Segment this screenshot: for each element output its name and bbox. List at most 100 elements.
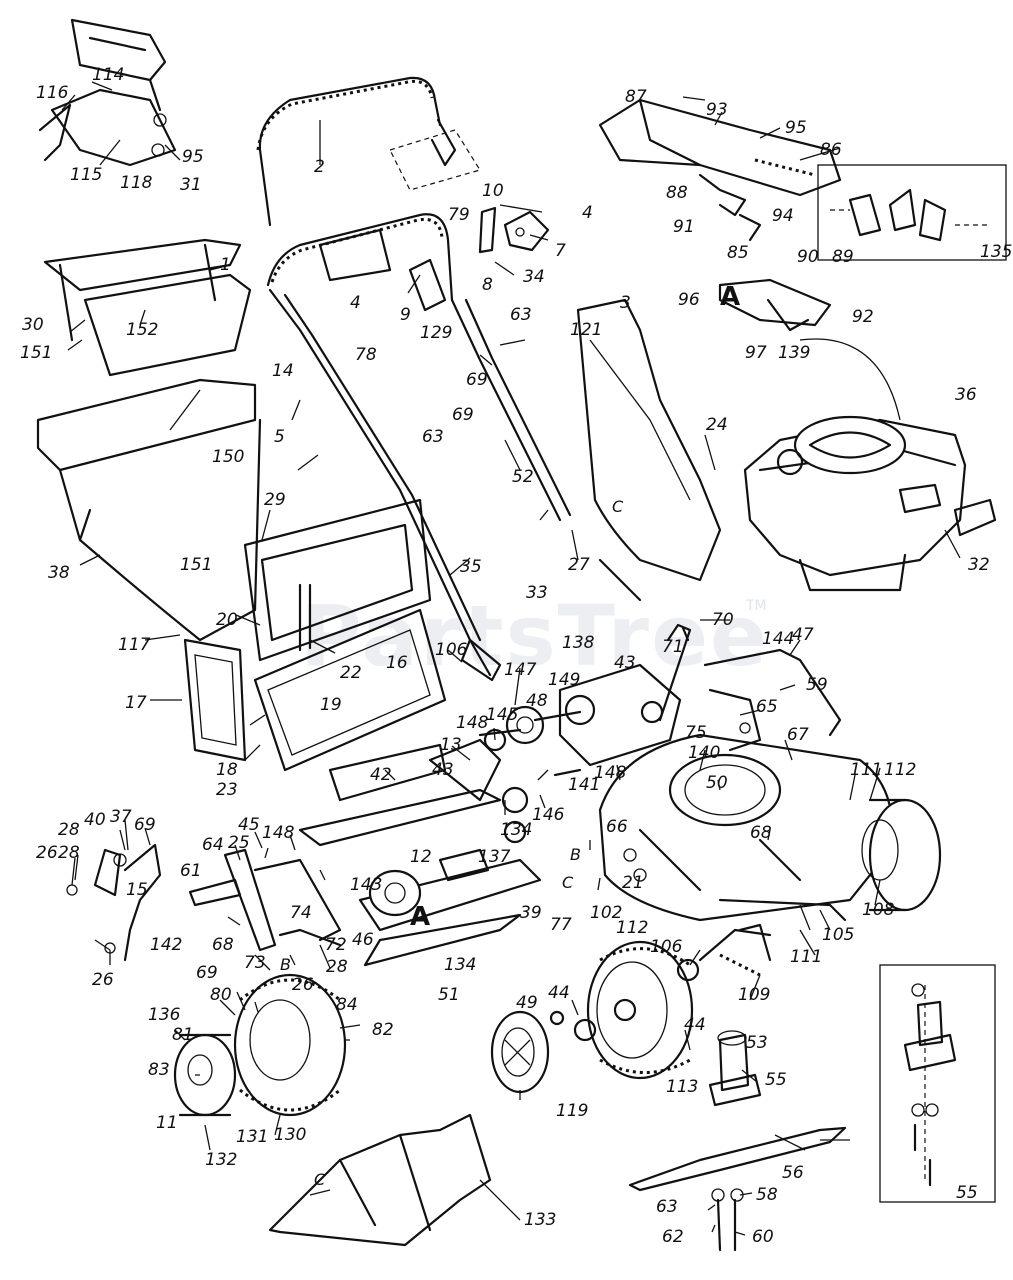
callout: 72 (325, 935, 347, 955)
callout: 44 (548, 983, 570, 1003)
callout: 3 (620, 293, 631, 313)
callout: 42 (370, 765, 392, 785)
bag-frame (243, 498, 447, 772)
callout: 61 (180, 861, 202, 881)
callout: 71 (662, 637, 684, 657)
callout: 144 (762, 629, 794, 649)
callout: 88 (666, 183, 688, 203)
callout: 80 (210, 985, 232, 1005)
callout: 149 (548, 670, 580, 690)
callout: 150 (212, 447, 244, 467)
callout: 50 (706, 773, 728, 793)
callout: 131 (236, 1127, 268, 1147)
callout: 34 (523, 267, 545, 287)
callout: 22 (340, 663, 362, 683)
callout: 109 (738, 985, 770, 1005)
callout: 32 (968, 555, 990, 575)
callout: 73 (244, 953, 266, 973)
air-cleaner (598, 98, 842, 242)
bracket-59 (703, 648, 842, 752)
callout: 137 (478, 847, 511, 867)
callout: 53 (746, 1033, 768, 1053)
callout: 63 (422, 427, 444, 447)
callouts: 114 116 115 95 118 31 2 87 93 95 86 88 9… (20, 65, 1012, 1247)
callout: 70 (712, 610, 734, 630)
callout: 69 (452, 405, 474, 425)
callout: 142 (150, 935, 182, 955)
callout: 25 (228, 833, 250, 853)
callout: 66 (606, 817, 628, 837)
callout: 113 (666, 1077, 698, 1097)
callout: 38 (48, 563, 70, 583)
callout: 68 (212, 935, 234, 955)
discharge-chute (268, 1113, 492, 1247)
callout: 28 (58, 820, 80, 840)
callout: 68 (750, 823, 772, 843)
ref-letter-a-throttle: A (720, 282, 740, 312)
rear-linkage (188, 848, 342, 952)
callout: 44 (684, 1015, 706, 1035)
callout: 35 (460, 557, 482, 577)
callout: 90 (797, 247, 819, 267)
ref-letter-b-deck: B (570, 845, 581, 864)
ref-letter-a-axle: A (410, 902, 430, 932)
callout: 84 (336, 995, 358, 1015)
callout: 49 (516, 993, 538, 1013)
callout: 152 (126, 320, 158, 340)
callout: 9 (400, 305, 411, 325)
callout: 148 (594, 763, 627, 783)
callout: 56 (782, 1163, 804, 1183)
callout: 118 (120, 173, 153, 193)
callout: 52 (512, 467, 534, 487)
callout: 95 (182, 147, 204, 167)
callout: 69 (196, 963, 218, 983)
front-left-wheel (586, 940, 694, 1080)
callout: 111 (850, 760, 882, 780)
callout: 92 (852, 307, 874, 327)
callout: 145 (486, 705, 518, 725)
watermark-trademark: TM (745, 598, 767, 614)
front-right-wheel (861, 798, 942, 912)
callout: 112 (884, 760, 916, 780)
throttle-control (718, 278, 901, 421)
callout: 58 (756, 1185, 778, 1205)
callout: 140 (688, 743, 720, 763)
callout: 115 (70, 165, 102, 185)
callout: 33 (526, 583, 548, 603)
callout: 59 (806, 675, 828, 695)
callout: 136 (148, 1005, 181, 1025)
callout: 82 (372, 1020, 394, 1040)
engine (743, 415, 997, 592)
callout: 86 (820, 140, 842, 160)
callout: 62 (662, 1227, 684, 1247)
callout: 64 (202, 835, 224, 855)
callout: 129 (420, 323, 452, 343)
callout: 11 (156, 1113, 178, 1133)
callout: 21 (622, 873, 644, 893)
callout: 130 (274, 1125, 306, 1145)
callout: 151 (20, 343, 52, 363)
mower-deck (598, 733, 894, 922)
callout: 55 (765, 1070, 787, 1090)
shift-lever (658, 623, 692, 722)
callout: 37 (110, 807, 132, 827)
callout: 96 (678, 290, 700, 310)
height-adjuster-left (66, 843, 162, 962)
ref-letter-b-linkage: B (280, 955, 291, 974)
callout: 24 (706, 415, 728, 435)
callout: 108 (862, 900, 895, 920)
callout: 119 (556, 1101, 588, 1121)
callout: 8 (482, 275, 493, 295)
callout: 138 (562, 633, 595, 653)
callout: 15 (126, 880, 148, 900)
callout: 151 (180, 555, 212, 575)
callout: 27 (568, 555, 590, 575)
callout: 102 (590, 903, 622, 923)
callout: 18 (216, 760, 238, 780)
callout: 4 (582, 203, 593, 223)
callout: 77 (550, 915, 572, 935)
callout: 89 (832, 247, 854, 267)
leader-lines (61, 81, 961, 1236)
callout: 17 (125, 693, 147, 713)
callout: 112 (616, 918, 648, 938)
